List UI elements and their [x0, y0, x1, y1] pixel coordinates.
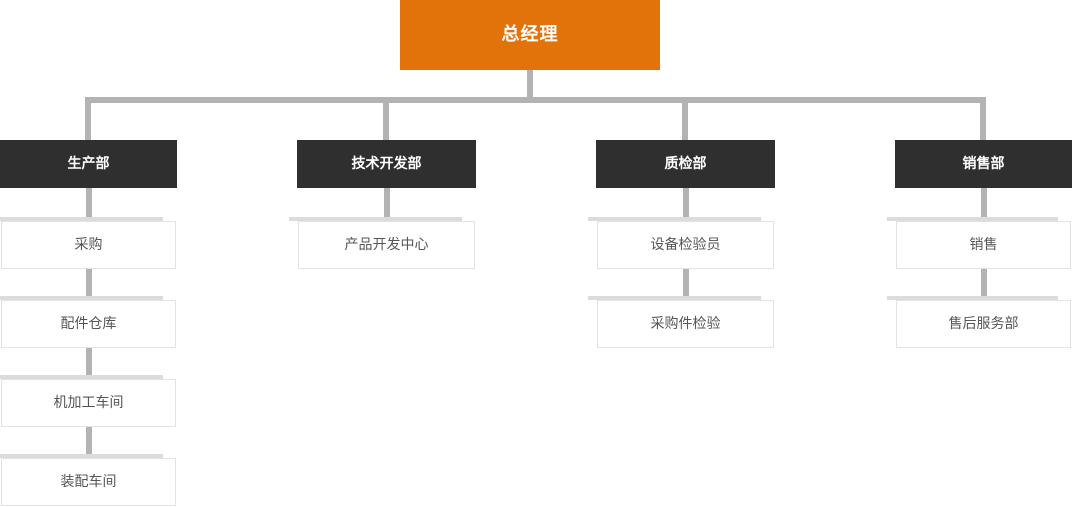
org-node-product-dev-center: 产品开发中心 — [289, 217, 475, 269]
connector-horizontal — [85, 97, 986, 103]
org-node-dept-tech: 技术开发部 — [297, 140, 476, 188]
org-node-assembly-workshop: 装配车间 — [0, 454, 176, 506]
org-node-dept-sales: 销售部 — [895, 140, 1072, 188]
org-node-machining-workshop: 机加工车间 — [0, 375, 176, 427]
org-node-after-sales-service: 售后服务部 — [887, 296, 1071, 348]
connector-drop-sales — [980, 103, 986, 140]
org-column-quality: 质检部 设备检验员 采购件检验 — [588, 140, 775, 348]
org-column-production: 生产部 采购 配件仓库 机加工车间 装配车间 — [0, 140, 177, 506]
org-column-sales: 销售部 销售 售后服务部 — [887, 140, 1072, 348]
connector-vertical — [980, 188, 987, 221]
connector-vertical — [85, 188, 92, 221]
connector-vertical — [383, 188, 390, 221]
connector-drop-tech — [383, 103, 389, 140]
connector-vertical — [85, 427, 92, 458]
connector-root-stub — [527, 70, 533, 97]
org-node-purchasing: 采购 — [0, 217, 176, 269]
org-node-parts-warehouse: 配件仓库 — [0, 296, 176, 348]
org-node-dept-quality: 质检部 — [596, 140, 775, 188]
org-node-dept-production: 生产部 — [0, 140, 177, 188]
connector-vertical — [682, 188, 689, 221]
connector-vertical — [85, 269, 92, 300]
connector-vertical — [682, 269, 689, 300]
org-node-equipment-inspector: 设备检验员 — [588, 217, 774, 269]
org-node-purchased-parts-inspection: 采购件检验 — [588, 296, 774, 348]
connector-vertical — [85, 348, 92, 379]
connector-vertical — [980, 269, 987, 300]
org-node-sales: 销售 — [887, 217, 1071, 269]
org-node-root: 总经理 — [400, 0, 660, 70]
connector-drop-production — [85, 103, 91, 140]
org-column-tech: 技术开发部 产品开发中心 — [289, 140, 476, 269]
connector-drop-quality — [682, 103, 688, 140]
